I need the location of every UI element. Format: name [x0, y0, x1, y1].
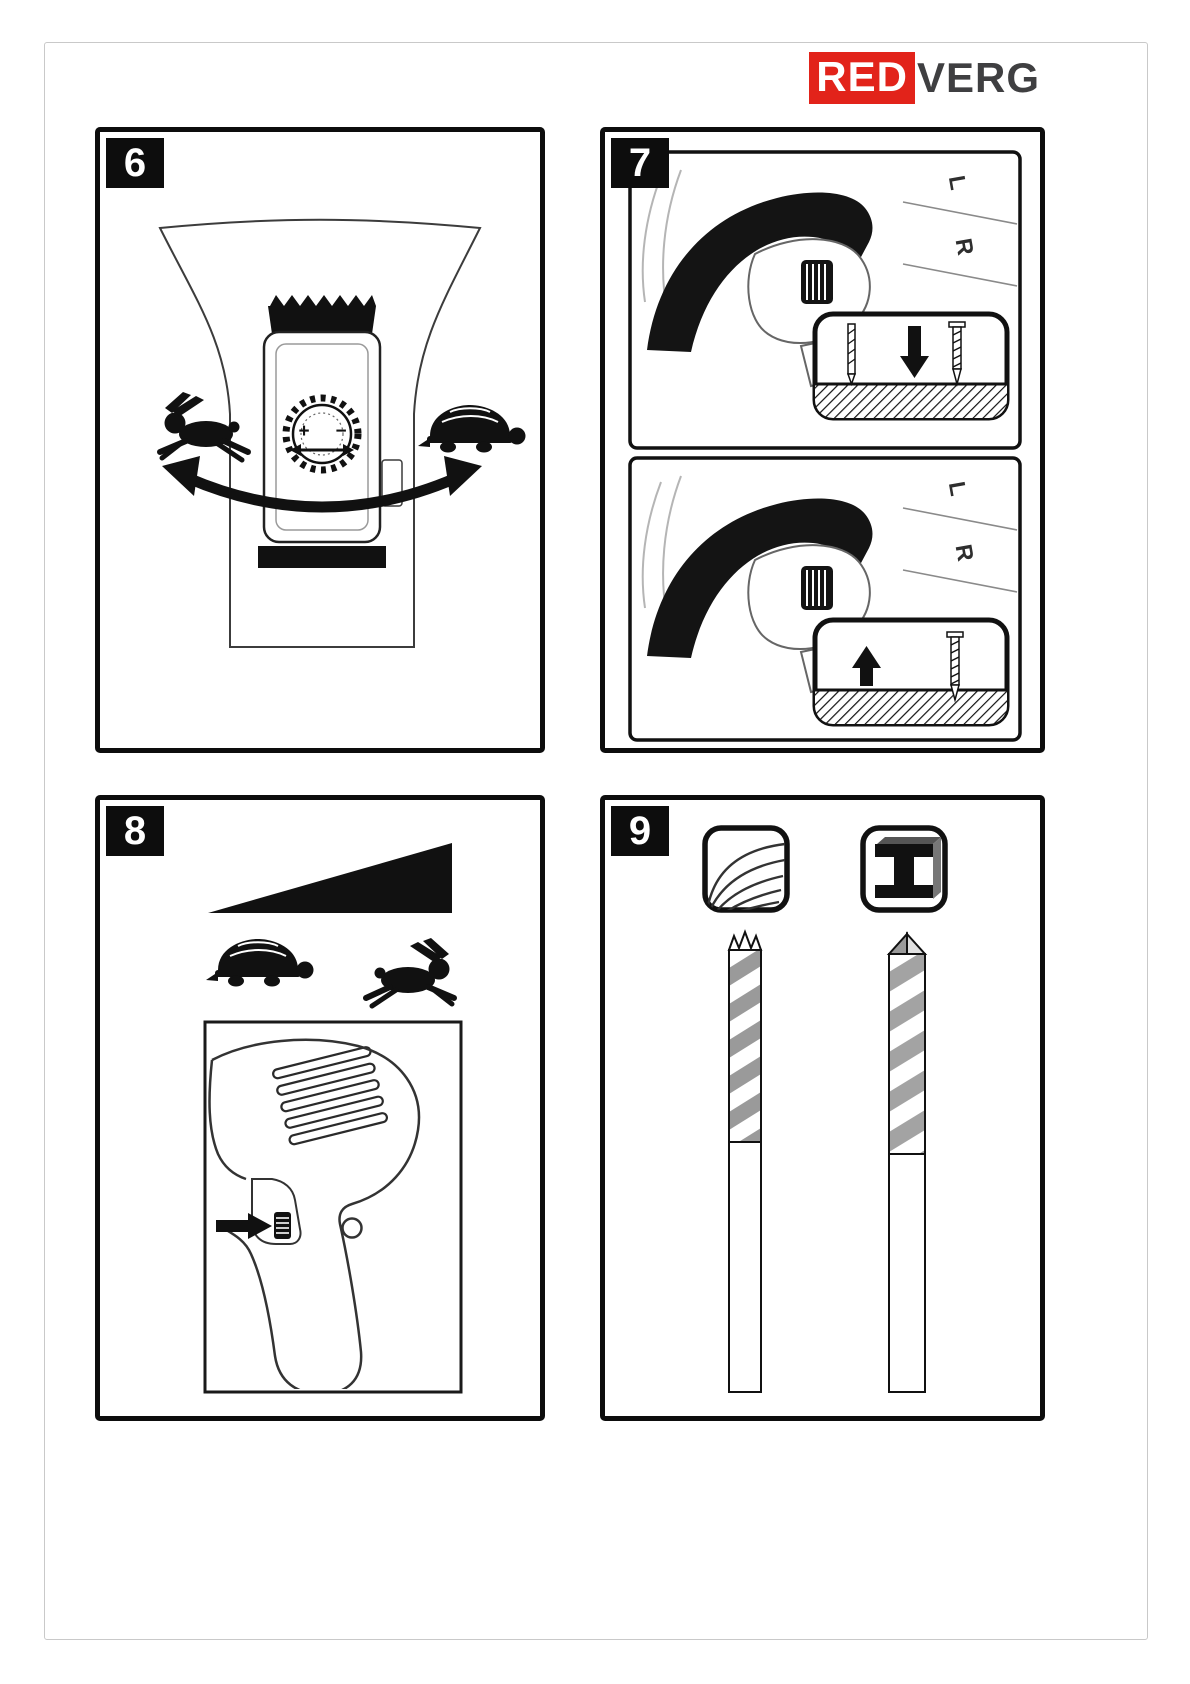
panel-variable-speed: 8 [95, 795, 545, 1421]
panel-drill-bits: 9 [600, 795, 1045, 1421]
drill-side-view [208, 1038, 421, 1389]
arrow-right-icon [216, 1213, 272, 1239]
panel-9-number: 9 [611, 806, 669, 856]
speed-dial-icon: + − [282, 394, 362, 474]
turtle-icon [205, 938, 315, 988]
forward-mode-subpanel: L R [628, 150, 1022, 450]
brad-point-tip [727, 929, 763, 951]
direction-right-label: R [951, 542, 980, 563]
wood-drill-bit [727, 929, 763, 1393]
arrow-up-icon [852, 646, 881, 686]
brand-logo-verg: VERG [916, 54, 1040, 101]
steel-beam-icon [860, 825, 948, 913]
panel-7-number: 7 [611, 138, 669, 188]
panel-6-number: 6 [106, 138, 164, 188]
twist-tip [886, 931, 908, 955]
arrow-down-icon [900, 326, 929, 378]
flute-section [888, 953, 926, 1155]
mode-bar [258, 546, 386, 568]
screw-icon [946, 631, 964, 703]
vent-slats [272, 1046, 389, 1146]
dial-minus-label: − [335, 421, 346, 442]
rotate-arrow-icon [162, 456, 482, 513]
speed-wheel-icon [274, 1212, 291, 1239]
variable-speed-figure [203, 843, 463, 1394]
lock-button [341, 1217, 363, 1239]
ground-hatch [815, 384, 1007, 418]
turtle-icon [417, 404, 527, 454]
dial-housing-inner [275, 343, 369, 531]
wood-material-icon [702, 825, 790, 913]
drill-bit-icon [846, 323, 857, 387]
direction-left-label: L [944, 479, 972, 497]
reverse-mode-subpanel: L R [628, 456, 1022, 742]
flute-section [728, 949, 762, 1143]
brand-logo: RED VERG [809, 52, 1040, 104]
direction-left-label: L [944, 173, 972, 191]
panel-speed-dial: 6 + − [95, 127, 545, 753]
panel-8-number: 8 [106, 806, 164, 856]
shank-section [728, 1141, 762, 1393]
metal-drill-bit [886, 931, 928, 1393]
clutch-collar [268, 295, 376, 334]
torque-ramp-icon [208, 843, 452, 913]
screwdriving-down-icon [812, 311, 1010, 421]
ground-hatch [815, 690, 1007, 724]
screwdriving-up-icon [812, 617, 1010, 727]
screw-icon [948, 321, 966, 387]
forward-reverse-figure: L R [628, 150, 1022, 742]
rabbit-icon [366, 938, 454, 1006]
direction-right-label: R [951, 236, 980, 257]
panel-forward-reverse: 7 [600, 127, 1045, 753]
speed-dial-figure: + − [100, 218, 527, 648]
drill-frame [203, 1020, 463, 1394]
brand-logo-red: RED [809, 52, 915, 104]
drill-body-outline [211, 1038, 421, 1389]
drill-bits-figure [702, 825, 948, 1393]
dial-plus-label: + [298, 421, 309, 442]
shank-section [888, 1153, 926, 1393]
